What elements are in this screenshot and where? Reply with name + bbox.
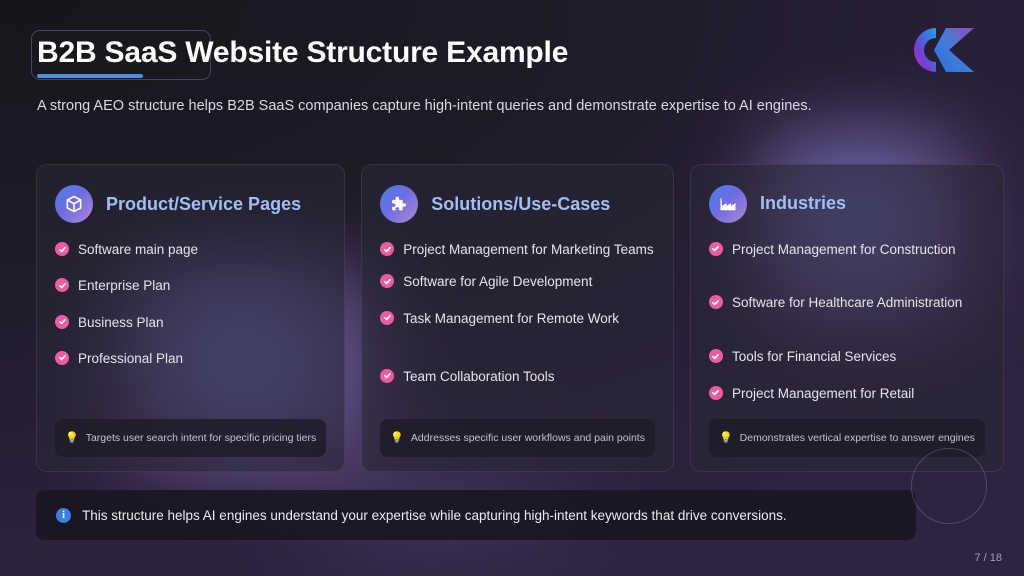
check-icon <box>55 242 69 256</box>
card-note-text: Demonstrates vertical expertise to answe… <box>739 432 975 444</box>
check-icon <box>55 350 69 365</box>
card-note-text: Targets user search intent for specific … <box>85 432 317 444</box>
lightbulb-icon: 💡 <box>65 431 79 444</box>
check-icon <box>380 242 395 256</box>
card-note: 💡 Addresses specific user workflows and … <box>380 419 655 457</box>
list-item-label: Software main page <box>78 242 199 257</box>
list-item-label: Team Collaboration Tools <box>403 368 555 384</box>
check-icon <box>380 310 395 325</box>
card-note-text: Addresses specific user workflows and pa… <box>410 432 645 444</box>
check-icon <box>55 314 69 329</box>
list-item[interactable]: Enterprise Plan <box>55 275 326 297</box>
summary-banner: i This structure helps AI engines unders… <box>36 490 916 540</box>
list-item[interactable]: Software for Healthcare Administration <box>708 292 985 314</box>
ck-logo <box>894 22 990 78</box>
page-subtitle: A strong AEO structure helps B2B SaaS co… <box>37 98 812 114</box>
check-icon <box>708 295 723 310</box>
list-item[interactable]: Tools for Financial Services <box>708 346 985 368</box>
info-icon: i <box>56 507 71 523</box>
list-item[interactable]: Software main page <box>55 239 326 261</box>
check-icon <box>708 385 723 400</box>
list-item[interactable]: Software for Agile Development <box>380 271 655 293</box>
list-item[interactable]: Project Management for Construction <box>708 239 985 261</box>
list-item-label: Software for Healthcare Administration <box>731 295 963 311</box>
list-item-label: Task Management for Remote Work <box>403 310 620 326</box>
cards-row: Product/Service Pages Software main page… <box>36 164 1004 472</box>
list-item[interactable]: Team Collaboration Tools <box>380 366 655 388</box>
card-item-list: Software main page Enterprise Plan Busin… <box>55 239 326 419</box>
puzzle-icon <box>380 185 419 223</box>
card-title: Product/Service Pages <box>106 193 302 214</box>
summary-banner-text: This structure helps AI engines understa… <box>82 507 787 523</box>
card-header: Industries <box>708 181 985 227</box>
list-item[interactable]: Professional Plan <box>55 348 326 370</box>
card-product-service-pages[interactable]: Product/Service Pages Software main page… <box>36 164 346 472</box>
list-item-label: Project Management for Construction <box>731 241 956 257</box>
card-solutions-use-cases[interactable]: Solutions/Use-Cases Project Management f… <box>361 164 674 472</box>
list-item[interactable]: Task Management for Remote Work <box>380 308 655 330</box>
title-underline <box>37 74 143 78</box>
check-icon <box>380 368 395 383</box>
list-item[interactable]: Project Management for Retail <box>708 383 985 405</box>
list-item-label: Business Plan <box>78 314 164 330</box>
card-header: Solutions/Use-Cases <box>380 181 655 227</box>
list-item[interactable]: Project Management for Marketing Teams <box>380 239 655 261</box>
decorative-circle <box>911 448 987 524</box>
list-item-label: Tools for Financial Services <box>731 349 897 365</box>
list-item-label: Software for Agile Development <box>403 274 593 290</box>
list-item-label: Enterprise Plan <box>78 278 171 294</box>
factory-icon <box>708 184 747 223</box>
card-note: 💡 Targets user search intent for specifi… <box>55 419 327 457</box>
card-industries[interactable]: Industries Project Management for Constr… <box>689 164 1004 472</box>
card-item-list: Project Management for Marketing Teams S… <box>380 239 655 419</box>
page-title: B2B SaaS Website Structure Example <box>37 36 569 69</box>
check-icon <box>380 274 395 289</box>
card-title: Solutions/Use-Cases <box>431 193 611 214</box>
lightbulb-icon: 💡 <box>390 431 404 444</box>
list-item-label: Project Management for Marketing Teams <box>403 242 654 257</box>
list-item-label: Project Management for Retail <box>731 385 915 401</box>
check-icon <box>708 241 723 256</box>
slide-header: B2B SaaS Website Structure Example A str… <box>0 0 1024 130</box>
lightbulb-icon: 💡 <box>718 431 733 444</box>
page-number: 7 / 18 <box>974 552 1002 564</box>
card-title: Industries <box>759 193 846 214</box>
list-item-label: Professional Plan <box>78 350 184 366</box>
card-note: 💡 Demonstrates vertical expertise to ans… <box>708 419 985 457</box>
check-icon <box>55 278 69 293</box>
card-header: Product/Service Pages <box>55 181 326 227</box>
list-item[interactable]: Business Plan <box>55 312 326 334</box>
box-icon <box>55 185 93 223</box>
title-frame-decoration <box>31 30 211 80</box>
check-icon <box>708 349 723 364</box>
card-item-list: Project Management for Construction Soft… <box>708 239 985 419</box>
